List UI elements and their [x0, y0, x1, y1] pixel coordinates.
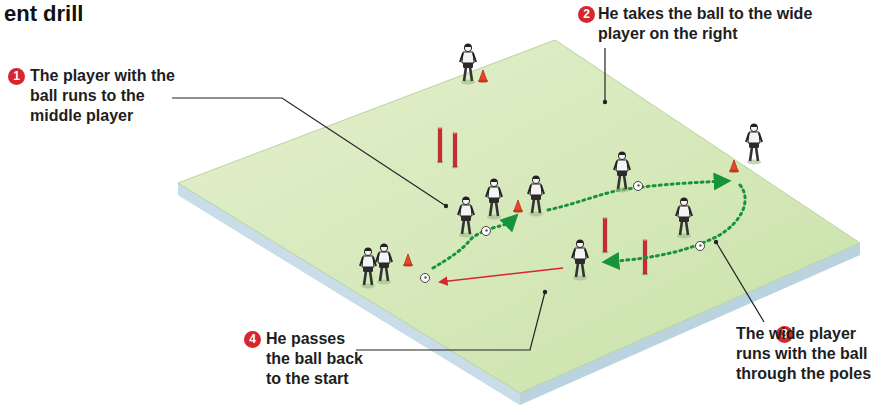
player [572, 239, 588, 280]
leader-dot [714, 240, 718, 244]
player [460, 43, 476, 84]
ball [696, 242, 705, 251]
pole [452, 132, 459, 168]
ball [634, 182, 643, 191]
leader-dot [444, 204, 448, 208]
leader-dot [543, 290, 547, 294]
pass-arrow [440, 268, 563, 282]
player [676, 197, 692, 238]
leader-dot [603, 100, 607, 104]
player [614, 151, 630, 192]
run-path [605, 185, 745, 262]
callout-number: 1 [8, 68, 25, 85]
callout-number: 2 [578, 6, 595, 23]
leader-lines [172, 48, 764, 350]
cone [403, 254, 413, 267]
run-path [433, 216, 516, 268]
callout-number: 4 [244, 331, 261, 348]
cone [513, 200, 523, 213]
leader-line [356, 292, 545, 350]
cone [729, 160, 739, 173]
run-path [548, 181, 728, 210]
player [458, 196, 474, 237]
cone [478, 70, 488, 83]
leader-dots [444, 100, 718, 294]
callout-text: He passes the ball back to the start [266, 329, 370, 389]
pole [602, 217, 609, 253]
callout-text: He takes the ball to the wide player on … [598, 4, 813, 44]
leader-line [604, 48, 605, 102]
player [528, 175, 544, 216]
callout-text: The wide player runs with the ball throu… [736, 324, 886, 384]
pole [437, 127, 444, 163]
ball [421, 274, 430, 283]
player [360, 247, 376, 288]
leader-line [716, 242, 764, 322]
player [486, 178, 502, 219]
callout-text: The player with the ball runs to the mid… [30, 66, 180, 126]
player [376, 243, 392, 284]
player [746, 123, 762, 164]
diagram-title: ent drill [4, 2, 83, 26]
ball [482, 227, 491, 236]
leader-line [172, 98, 446, 206]
